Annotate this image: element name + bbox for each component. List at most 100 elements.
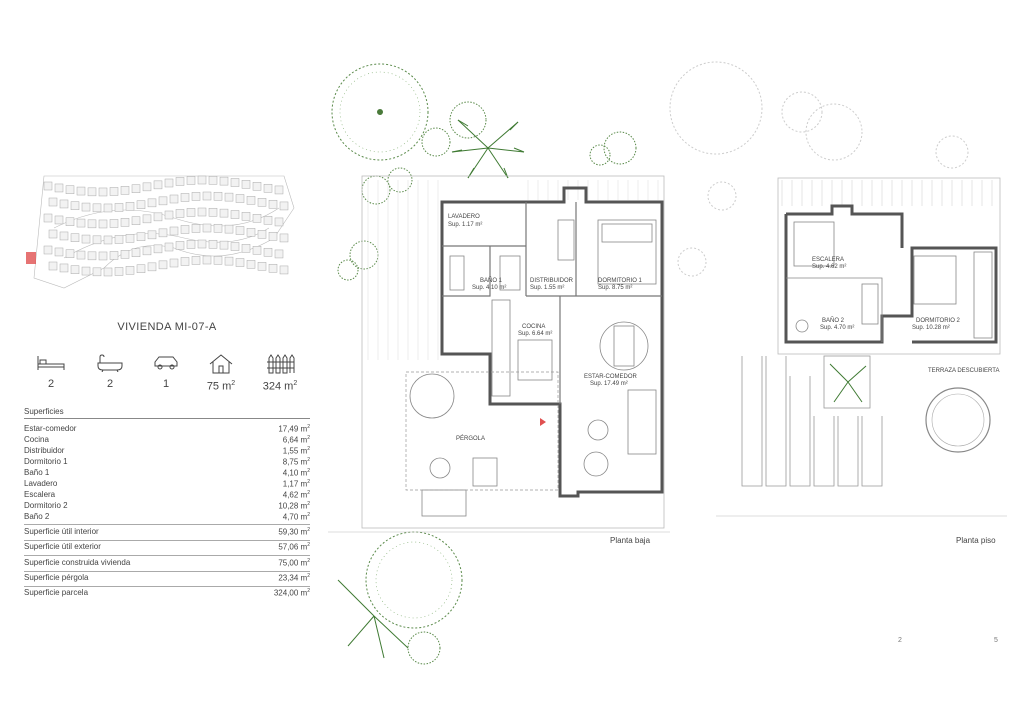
room-name: Distribuidor: [24, 446, 65, 455]
site-lot: [257, 198, 267, 207]
room-name: Cocina: [24, 435, 49, 444]
site-lot: [81, 202, 91, 212]
site-lot: [125, 202, 135, 211]
tree-bottom: [337, 531, 463, 665]
site-lot: [274, 249, 284, 259]
site-lot: [103, 235, 113, 245]
room-name: Dormitorio 1: [24, 457, 68, 466]
site-lot: [70, 201, 80, 210]
site-lot: [54, 183, 64, 193]
bed-icon: [37, 356, 65, 370]
site-lot: [180, 225, 190, 234]
site-lot: [186, 208, 196, 217]
page-number-right: 5: [994, 637, 998, 644]
room-label-dormitorio1: DORMITORIO 1: [598, 278, 643, 284]
highlighted-lot: [26, 252, 36, 264]
site-lot: [235, 194, 245, 203]
room-sup-dormitorio2: Sup. 10.28 m²: [912, 325, 950, 331]
total-value-sup: 2: [307, 573, 310, 579]
site-lot: [186, 176, 196, 185]
site-lot: [169, 194, 179, 204]
terrace-hatching: [367, 180, 659, 360]
total-name: Superficie pérgola: [24, 573, 89, 582]
total-name: Superficie construida vivienda: [24, 558, 131, 567]
room-name: Escalera: [24, 490, 56, 499]
page-number-left: 2: [898, 637, 902, 644]
site-lot: [235, 258, 245, 267]
site-lot: [65, 249, 75, 258]
room-sup-bano1: Sup. 4.10 m²: [472, 285, 506, 291]
bedrooms-stat: 2: [21, 354, 81, 390]
site-lot: [246, 196, 256, 205]
room-sup-estar: Sup. 17.49 m²: [590, 381, 628, 387]
site-lot: [158, 196, 168, 206]
site-lot: [98, 251, 108, 261]
site-lot: [268, 199, 278, 209]
built-area-value: 75 m: [206, 380, 232, 393]
site-lot: [92, 267, 102, 277]
site-lot: [169, 258, 179, 268]
site-lot: [103, 203, 113, 213]
site-lot: [224, 224, 234, 234]
site-lot: [109, 187, 119, 196]
room-label-bano2: BAÑO 2: [822, 317, 845, 324]
room-value-sup: 2: [307, 435, 310, 441]
room-value: 1,55 m: [282, 446, 308, 456]
site-lot: [263, 247, 273, 257]
site-lot: [164, 178, 174, 188]
shrubs-top: [337, 101, 637, 281]
site-lot: [268, 231, 278, 241]
site-lot: [142, 214, 152, 224]
site-lot: [54, 247, 64, 257]
site-lot: [92, 235, 102, 245]
room-label-bano1: BAÑO 1: [480, 277, 503, 284]
site-lot: [202, 255, 212, 265]
room-row: Distribuidor 1,55 m2: [24, 446, 310, 457]
total-name: Superficie útil exterior: [24, 542, 101, 551]
site-lot: [43, 181, 53, 191]
room-name: Estar-comedor: [24, 424, 77, 433]
room-label-pergola: PÉRGOLA: [456, 435, 485, 442]
tree-top-left: [331, 63, 429, 161]
site-lot: [59, 231, 69, 241]
room-sup-cocina: Sup. 6.64 m²: [518, 331, 552, 337]
site-lot: [87, 219, 97, 229]
site-lot: [70, 265, 80, 274]
site-lot: [268, 263, 278, 273]
totals-divider: [24, 540, 310, 541]
site-lot: [65, 185, 75, 194]
housing-title: VIVIENDA MI-07-A: [117, 321, 217, 333]
site-lot: [76, 250, 86, 260]
total-value: 57,06 m: [278, 542, 308, 552]
site-lot: [197, 239, 207, 249]
site-lot: [186, 240, 196, 249]
built-area-stat: 75 m2: [191, 354, 251, 393]
site-lot: [103, 267, 113, 277]
site-lot: [230, 178, 240, 187]
site-lot: [114, 203, 124, 212]
plan-piso-label: Planta piso: [956, 536, 996, 545]
site-lot: [54, 215, 64, 225]
room-value: 8,75 m: [282, 457, 308, 467]
site-lot: [153, 244, 163, 254]
room-label-distribuidor: DISTRIBUIDOR: [530, 278, 574, 284]
site-lot: [120, 218, 130, 227]
total-name: Superficie parcela: [24, 588, 89, 597]
room-name: Baño 1: [24, 468, 50, 477]
site-lot: [87, 187, 97, 197]
site-lot: [87, 251, 97, 261]
total-value: 75,00 m: [278, 558, 308, 568]
room-value-sup: 2: [307, 424, 310, 430]
site-lot: [169, 226, 179, 236]
room-value-sup: 2: [307, 446, 310, 452]
site-lot: [213, 191, 223, 201]
plot-area-value: 324 m: [262, 380, 294, 393]
site-lot: [213, 255, 223, 265]
site-lot: [131, 216, 141, 225]
room-name: Dormitorio 2: [24, 501, 68, 510]
room-value-sup: 2: [307, 468, 310, 474]
